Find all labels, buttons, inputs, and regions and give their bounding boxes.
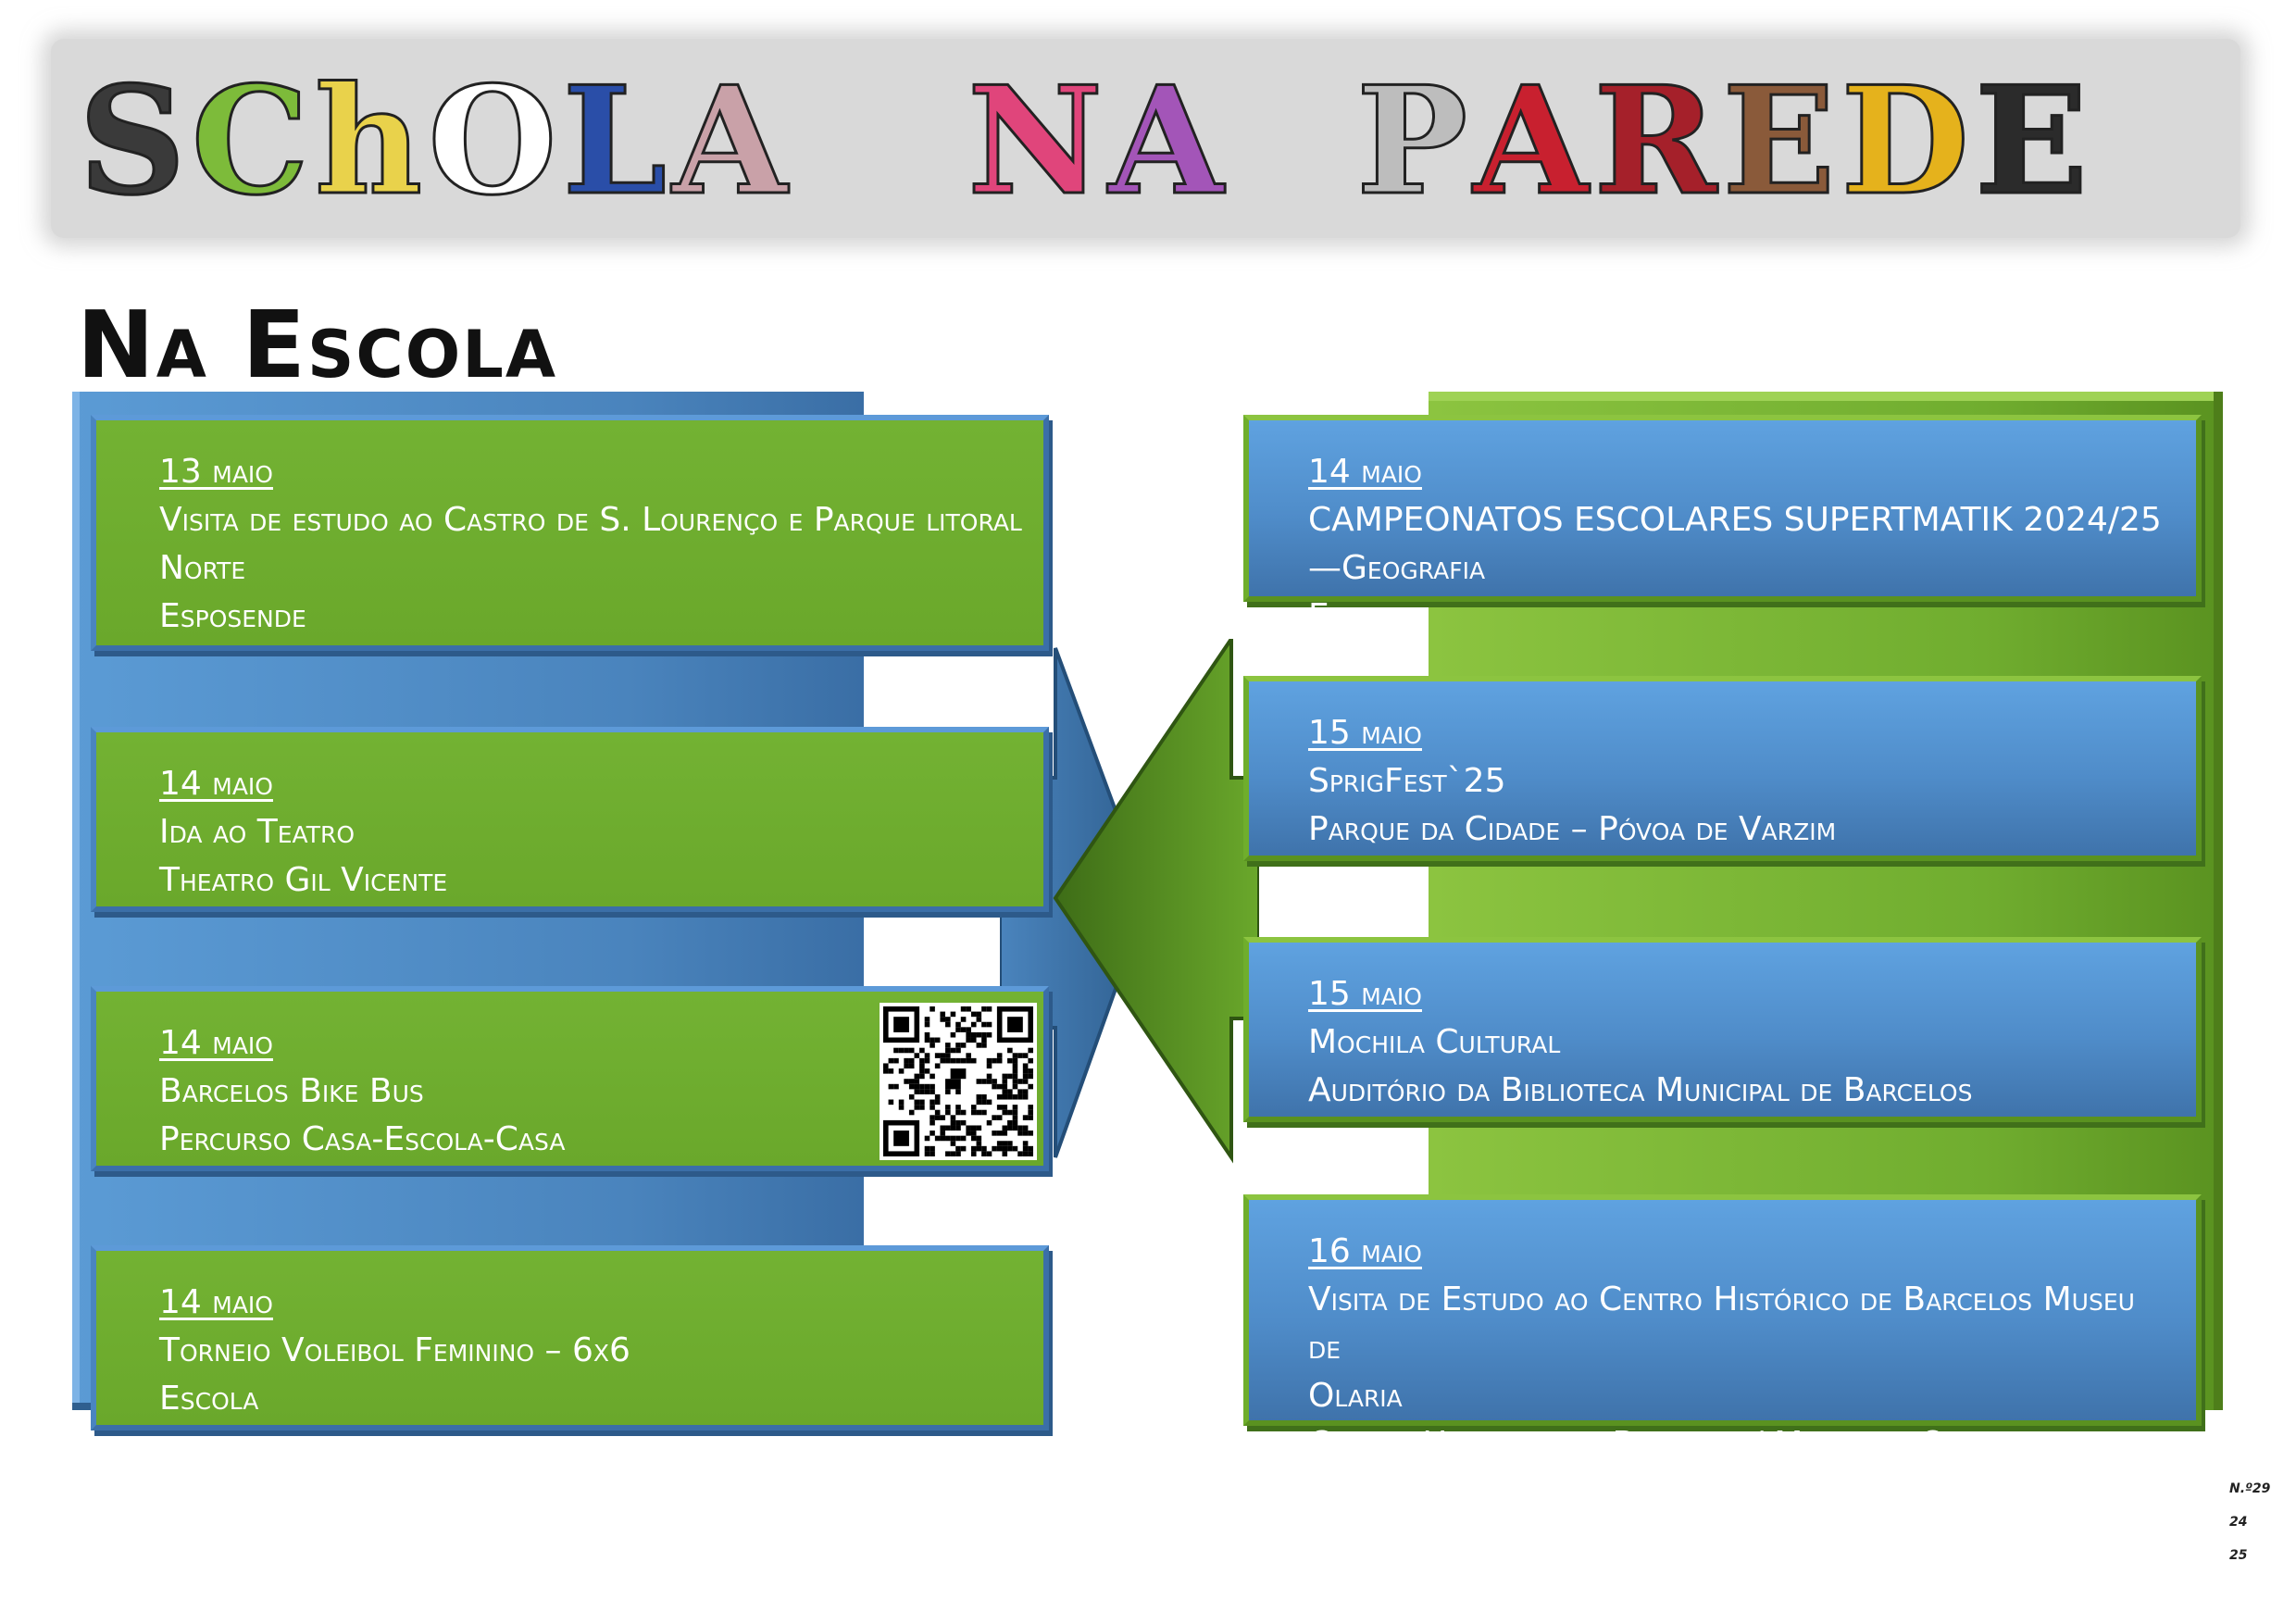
event-title: Barcelos Bike Bus [159, 1072, 424, 1110]
event-title-cont: Olaria [1308, 1377, 1403, 1415]
event-title-cont: Norte [159, 549, 246, 587]
event-title: Ida ao Teatro [159, 813, 356, 851]
event-title: SprigFest`25 [1308, 762, 1506, 800]
event-date: 14 maio [159, 1283, 273, 1321]
event-title: Mochila Cultural [1308, 1023, 1561, 1061]
event-title: CAMPEONATOS ESCOLARES SUPERTMATIK 2024/2… [1308, 501, 2162, 587]
masthead-letter: P [1354, 54, 1468, 228]
event-date: 14 maio [159, 1024, 273, 1062]
masthead-letter: E [1721, 54, 1837, 228]
event-title: Visita de Estudo ao Centro Histórico de … [1308, 1280, 2135, 1367]
issue-year-b: 25 [2229, 1548, 2248, 1563]
masthead-letter: R [1592, 54, 1718, 228]
qr-code-icon[interactable] [880, 1003, 1037, 1160]
left-event-card-1: 13 maio Visita de estudo ao Castro de S.… [91, 415, 1049, 651]
event-title: Visita de estudo ao Castro de S. Lourenç… [159, 501, 1022, 539]
masthead-letter: A [671, 54, 789, 228]
issue-number: N.º29 [2229, 1481, 2271, 1496]
masthead-letter: L [561, 54, 668, 228]
event-date: 15 maio [1308, 714, 1422, 752]
masthead-letter: E [1974, 54, 2090, 228]
right-event-card-1: 14 maio CAMPEONATOS ESCOLARES SUPERTMATI… [1243, 415, 2202, 635]
event-title: Torneio Voleibol Feminino – 6x6 [159, 1331, 630, 1369]
event-location: Escola [1308, 597, 1408, 635]
issue-info: N.º29 24 25 [2229, 1472, 2285, 1572]
event-location: Parque da Cidade – Póvoa de Varzim [1308, 810, 1837, 848]
masthead-letter: D [1840, 54, 1971, 228]
event-location: Auditório da Biblioteca Municipal de Bar… [1308, 1071, 1973, 1109]
masthead-letter: A [1472, 54, 1590, 228]
left-arrow-shape [1053, 639, 1259, 1164]
event-location: Percurso Casa-Escola-Casa [159, 1120, 566, 1158]
event-location: Theatro Gil Vicente [159, 861, 448, 899]
right-event-card-3: 15 maio Mochila Cultural Auditório da Bi… [1243, 937, 2202, 1122]
left-event-card-4: 14 maio Torneio Voleibol Feminino – 6x6 … [91, 1245, 1049, 1430]
masthead-letter: h [313, 54, 423, 228]
event-location: Esposende [159, 597, 306, 635]
right-event-card-2: 15 maio SprigFest`25 Parque da Cidade – … [1243, 676, 2202, 861]
masthead-letter: N [966, 54, 1104, 228]
issue-year-a: 24 [2229, 1515, 2248, 1530]
event-date: 16 maio [1308, 1232, 1422, 1270]
event-location: Centro Histórico de Barcelos / Museu de … [1308, 1425, 2015, 1463]
left-event-card-2: 14 maio Ida ao Teatro Theatro Gil Vicent… [91, 727, 1049, 912]
event-date: 13 maio [159, 453, 273, 491]
event-date: 14 maio [1308, 453, 1422, 491]
event-date: 14 maio [159, 765, 273, 803]
masthead-letter: C [190, 54, 310, 228]
section-title: Na Escola [77, 291, 558, 399]
masthead-letter: O [427, 54, 558, 228]
event-location: Escola [159, 1380, 259, 1418]
masthead-letter: A [1107, 54, 1225, 228]
event-date: 15 maio [1308, 975, 1422, 1013]
right-event-card-4: 16 maio Visita de Estudo ao Centro Histó… [1243, 1194, 2202, 1463]
qr-code-graphic [883, 1006, 1033, 1156]
masthead-letter: S [78, 54, 188, 228]
